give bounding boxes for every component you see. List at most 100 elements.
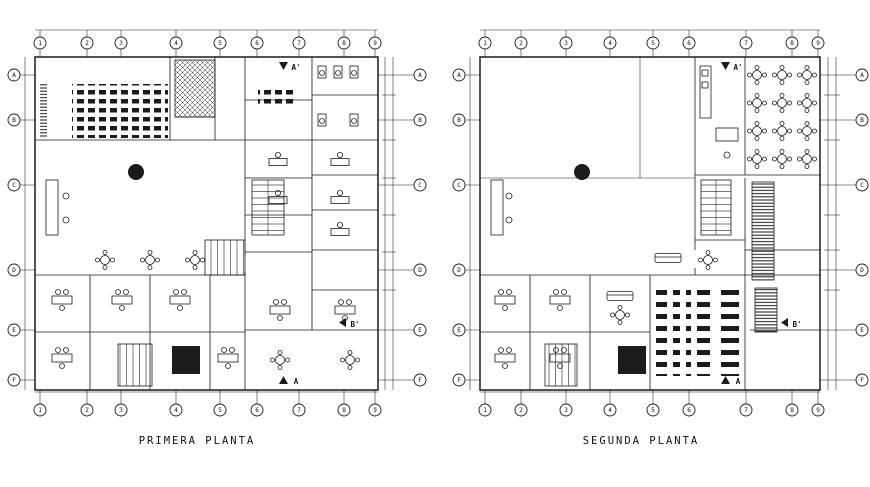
grid-bubble-label: 9 [816,407,820,414]
grid-bubble-label: 1 [483,40,487,47]
grid-bubble-label: A [860,72,864,79]
grid-bubble [603,403,617,417]
grid-bubble [292,36,306,50]
section-label: A [736,377,741,386]
section-marker-a-bottom: A [721,376,741,386]
ramp-hatch [174,59,216,118]
grid-bubble-label: F [418,377,422,384]
grid-bubble [452,323,466,337]
grid-bubble-label: 2 [85,407,89,414]
grid-bubble-label: E [418,327,422,334]
section-marker-a-top: A' [279,62,301,72]
lobby-tables [95,250,205,270]
grid-bubble-label: D [12,267,16,274]
title-primera-planta: PRIMERA PLANTA [139,435,256,447]
grid-bubble-label: C [457,182,461,189]
grid-bubble-label: 8 [342,40,346,47]
elevator-shaft [618,346,646,374]
grid-bubble [452,68,466,82]
grid-bubble-label: 9 [373,407,377,414]
grid-bubble [811,36,825,50]
grid-bubble-label: 8 [790,407,794,414]
grid-bubble-label: 7 [297,407,301,414]
grid-bubble [292,403,306,417]
grid-bubble [7,68,21,82]
grid-bubble [80,36,94,50]
grid-bubble [368,403,382,417]
grid-bubble [250,36,264,50]
outer-wall-primera [34,56,379,391]
grid-bubble-label: 7 [744,407,748,414]
grid-bubble-label: 7 [297,40,301,47]
tree-planter [128,164,144,180]
grid-bubble-label: 6 [687,407,691,414]
grid-bubble-label: C [860,182,864,189]
equipment-block [258,86,296,108]
grid-bubble-label: 5 [651,407,655,414]
grid-bubble [559,36,573,50]
grid-bubble [452,113,466,127]
shelving-block-upper [751,181,775,281]
grid-bubble-label: 1 [38,40,42,47]
reception-desk [45,179,70,236]
grid-bubble-label: 9 [816,40,820,47]
grid-bubble [413,263,427,277]
stair-secondary [204,239,246,276]
grid-bubble [514,403,528,417]
tree-planter [574,164,590,180]
grid-bubble [855,263,869,277]
grid-bubble-label: C [12,182,16,189]
grid-bubble [250,403,264,417]
grid-bubble [213,403,227,417]
grid-bubble [785,36,799,50]
cafeteria-tables [747,65,817,169]
grid-bubble [114,403,128,417]
shelving-block-lower [754,287,778,333]
section-marker-b: B' [781,318,802,329]
stair-main [251,179,285,236]
grid-bubble-label: 5 [218,40,222,47]
stair-lower [544,343,578,387]
grid-bubble-label: F [12,377,16,384]
grid-bubble-label: 5 [218,407,222,414]
elevator-shaft [172,346,200,374]
grid-bubble-label: 1 [483,407,487,414]
grid-bubble [368,36,382,50]
grid-bubble-label: F [860,377,864,384]
grid-bubble [559,403,573,417]
grid-bubble-label: A [457,72,461,79]
grid-bubble [855,68,869,82]
auditorium-seating [72,84,168,138]
grid-bubble [682,403,696,417]
grid-bubble [739,403,753,417]
dimension-lines-segunda [453,29,856,404]
grid-bubble-label: 5 [651,40,655,47]
grid-bubble-label: E [860,327,864,334]
grid-bubble-label: E [12,327,16,334]
grid-bubble [603,36,617,50]
grid-bubble-label: D [860,267,864,274]
grid-bubble [785,403,799,417]
grid-bubble [33,36,47,50]
grid-bubble [33,403,47,417]
section-marker-a-bottom: A [279,376,299,386]
grid-bubble-label: 8 [790,40,794,47]
grid-bubble [811,403,825,417]
grid-bubble [7,263,21,277]
kitchen-counters [699,65,739,159]
reception-desk [490,179,513,236]
grid-bubble [413,178,427,192]
grid-bubble [337,36,351,50]
grid-bubble [114,36,128,50]
grid-bubble-label: B [860,117,864,124]
grid-bubble-label: 3 [564,407,568,414]
section-label: A' [733,63,742,72]
grid-bubble-label: 3 [119,407,123,414]
section-label: B' [792,320,801,329]
